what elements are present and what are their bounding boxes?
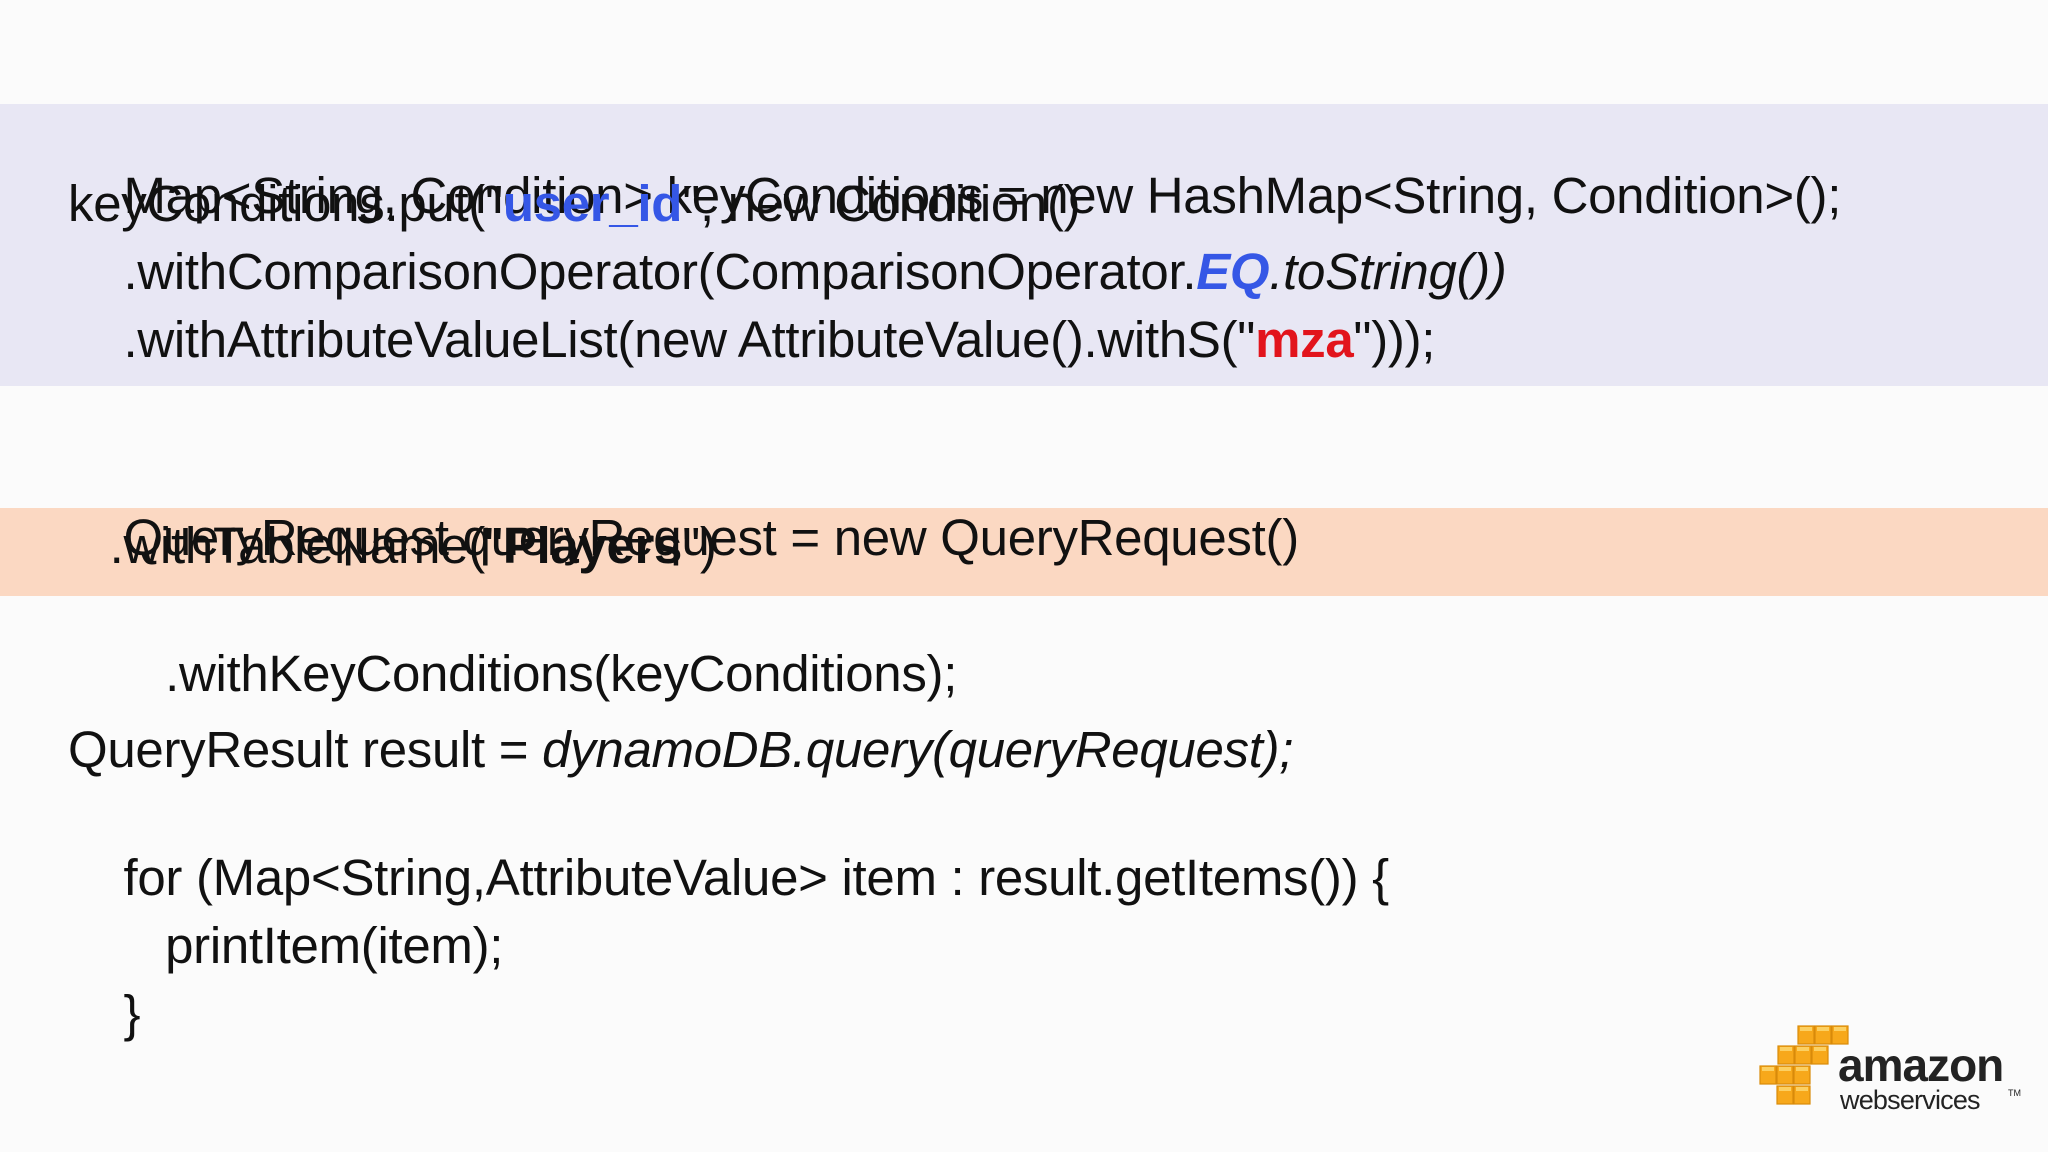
code-line-10: printItem(item); xyxy=(68,856,503,1036)
amazon-web-services-logo: amazon webservices TM xyxy=(1758,1022,2021,1115)
highlight-band-key-conditions xyxy=(0,104,2048,386)
code-text: QueryResult result = xyxy=(68,721,543,778)
code-line-7: .withKeyConditions(keyConditions); xyxy=(68,584,957,764)
logo-subtitle: webservices xyxy=(1840,1085,1981,1115)
code-line-3: .withComparisonOperator(ComparisonOperat… xyxy=(68,242,1507,302)
code-text: .withAttributeValueList(new AttributeVal… xyxy=(68,311,1256,368)
code-line-9: for (Map<String,AttributeValue> item : r… xyxy=(68,788,1389,968)
key-attribute-name: user_id xyxy=(502,175,683,232)
code-text: .toString()) xyxy=(1269,243,1507,300)
comparison-operator: EQ xyxy=(1196,243,1270,300)
code-text: ") xyxy=(682,517,717,574)
code-text: Map<String, Condition> keyConditions = n… xyxy=(123,167,1842,224)
key-value: mza xyxy=(1255,311,1354,368)
code-line-5: QueryRequest queryRequest = new QueryReq… xyxy=(68,448,1299,628)
code-line-11: } xyxy=(68,924,140,1104)
code-text: dynamoDB.query(queryRequest); xyxy=(542,721,1294,778)
code-line-8: QueryResult result = dynamoDB.query(quer… xyxy=(68,720,1293,780)
code-text: printItem(item); xyxy=(123,917,504,974)
table-name: Players xyxy=(502,517,683,574)
code-line-4: .withAttributeValueList(new AttributeVal… xyxy=(68,310,1435,370)
code-line-1: Map<String, Condition> keyConditions = n… xyxy=(68,106,1841,286)
logo-trademark: TM xyxy=(2008,1088,2021,1098)
code-text: .withKeyConditions(keyConditions); xyxy=(123,645,958,702)
code-text: keyConditions.put(" xyxy=(68,175,503,232)
code-text: QueryRequest queryRequest = new QueryReq… xyxy=(123,509,1299,566)
code-text: .withComparisonOperator(ComparisonOperat… xyxy=(68,243,1197,300)
aws-cubes-icon xyxy=(1759,1025,1849,1105)
logo-wordmark: amazon xyxy=(1838,1039,2004,1091)
code-line-2: keyConditions.put("user_id", new Conditi… xyxy=(68,174,1081,234)
code-text: } xyxy=(123,985,141,1042)
code-text: "))); xyxy=(1353,311,1436,368)
code-text: .withTableName(" xyxy=(68,517,503,574)
code-text: for (Map<String,AttributeValue> item : r… xyxy=(123,849,1389,906)
code-text: ", new Condition() xyxy=(682,175,1081,232)
highlight-band-table-name xyxy=(0,508,2048,596)
code-line-6: .withTableName("Players") xyxy=(68,516,717,576)
